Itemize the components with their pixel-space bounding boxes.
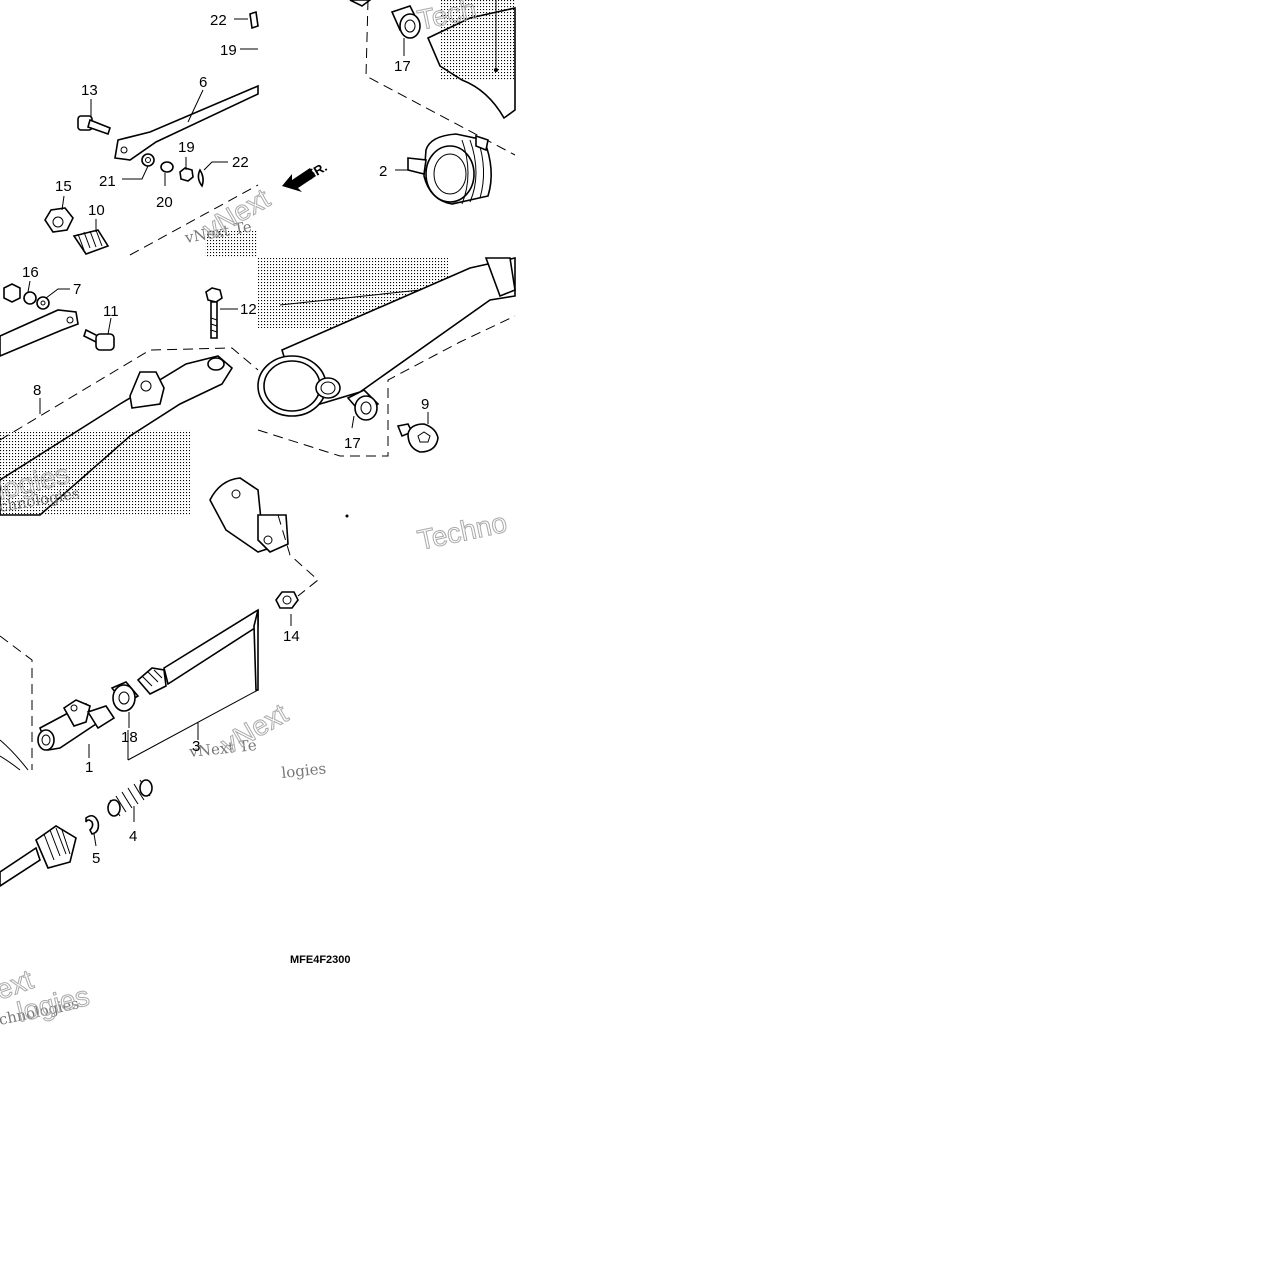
callout-2: 2 — [379, 163, 387, 180]
shaft-3 — [136, 608, 259, 695]
front-arrow-icon — [282, 168, 316, 192]
callout-7: 7 — [73, 281, 81, 298]
tile-middle-middle — [257, 257, 516, 457]
nut-14 — [275, 591, 299, 609]
tile-top-left — [44, 10, 259, 258]
watermark-text: Techno — [415, 507, 510, 556]
callout-22: 22 — [232, 154, 249, 171]
spring-10 — [72, 229, 110, 255]
output-shaft — [0, 825, 77, 887]
callout-1: 1 — [85, 759, 93, 776]
callout-18: 18 — [121, 729, 138, 746]
callout-22: 22 — [210, 12, 227, 29]
callout-3: 3 — [192, 738, 200, 755]
callout-10: 10 — [88, 202, 105, 219]
tile-middle-left — [0, 280, 259, 516]
bolt-13 — [77, 115, 111, 136]
tile-lower-left — [0, 608, 259, 771]
tile-lower-middle — [209, 477, 349, 691]
tile-top-middle — [282, 0, 516, 205]
callout-14: 14 — [283, 628, 300, 645]
bearing-18 — [110, 681, 140, 712]
bearing-17-bottom — [346, 389, 380, 421]
callout-6: 6 — [199, 74, 207, 91]
bearing-17-top — [390, 5, 421, 39]
callout-20: 20 — [156, 194, 173, 211]
callout-19: 19 — [178, 139, 195, 156]
callout-9: 9 — [421, 396, 429, 413]
diagram-code: MFE4F2300 — [290, 954, 351, 966]
callout-16: 16 — [22, 264, 39, 281]
callout-4: 4 — [129, 828, 137, 845]
bolt-11 — [83, 328, 115, 351]
callout-8: 8 — [33, 382, 41, 399]
boot-2 — [407, 133, 492, 205]
watermark-text: logies — [281, 759, 327, 782]
callout-13: 13 — [81, 82, 98, 99]
spring-4 — [107, 779, 153, 817]
plug-9 — [396, 423, 439, 453]
universal-joint-1 — [37, 699, 116, 751]
callout-12: 12 — [240, 301, 257, 318]
tile-bottom — [0, 779, 153, 887]
bolt-12 — [205, 287, 223, 339]
callout-17: 17 — [394, 58, 411, 75]
callout-17: 17 — [344, 435, 361, 452]
callout-19: 19 — [220, 42, 237, 59]
callout-21: 21 — [99, 173, 116, 190]
callout-15: 15 — [55, 178, 72, 195]
callout-11: 11 — [103, 303, 119, 320]
callout-5: 5 — [92, 850, 100, 867]
